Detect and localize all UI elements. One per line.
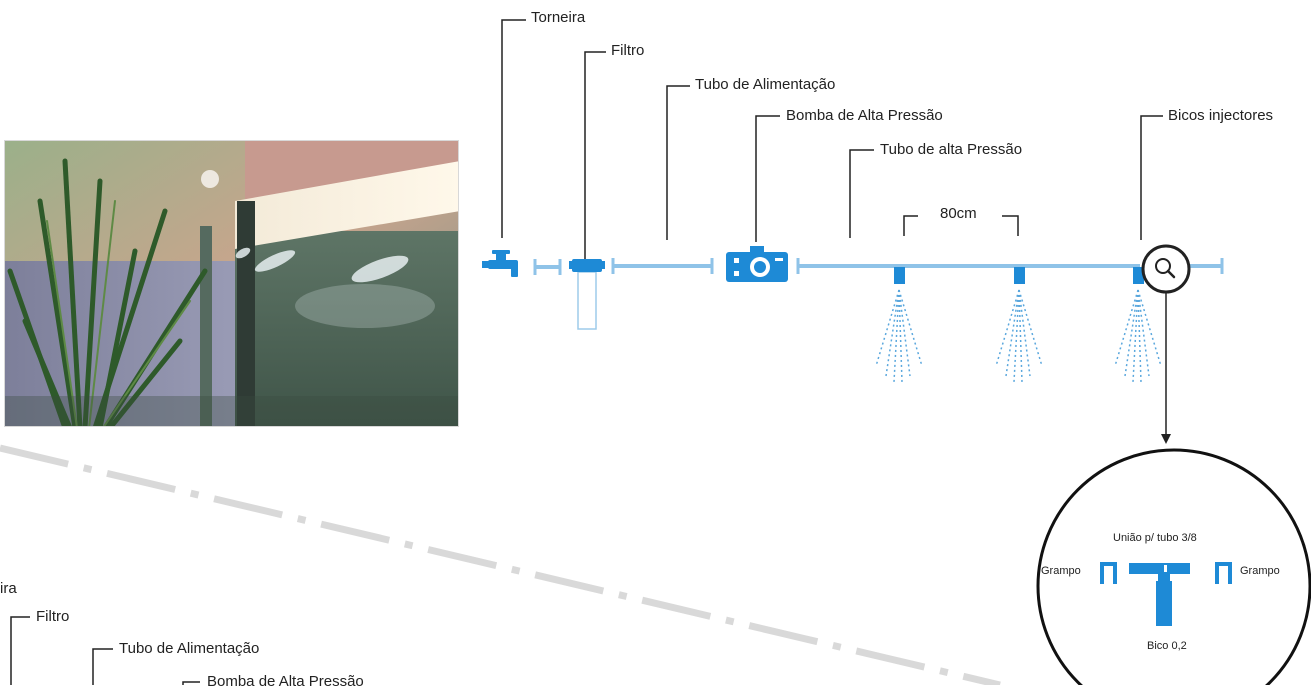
- label-torneira: Torneira: [531, 9, 586, 26]
- label-bomba: Bomba de Alta Pressão: [786, 107, 943, 124]
- label-tubo-alta: Tubo de alta Pressão: [880, 141, 1023, 158]
- label-uniao: União p/ tubo 3/8: [1113, 532, 1197, 544]
- ghost-label-filtro: Filtro: [36, 608, 70, 625]
- detail-magnified-view: [1036, 448, 1311, 685]
- grampo-left-icon: [1100, 562, 1117, 584]
- label-bico: Bico 0,2: [1147, 640, 1187, 652]
- pipe-end-caps: [533, 258, 1224, 275]
- ghost-label-torneira: ira: [0, 580, 17, 597]
- ghost-label-tubo-alimentacao: Tubo de Alimentação: [119, 640, 260, 657]
- label-distancia: 80cm: [940, 205, 977, 222]
- label-grampo-right: Grampo: [1240, 565, 1280, 577]
- ghost-label-bomba: Bomba de Alta Pressão: [207, 673, 364, 690]
- zoom-arrow: [1161, 292, 1171, 444]
- nozzle-icon: [875, 267, 923, 383]
- label-bicos: Bicos injectores: [1168, 107, 1274, 124]
- nozzle-icon: [1114, 267, 1162, 383]
- pipe-line: [535, 264, 1222, 269]
- label-grampo-left: Grampo: [1041, 565, 1081, 577]
- filter-icon: [569, 259, 605, 330]
- pump-icon: [726, 246, 788, 282]
- grampo-right-icon: [1215, 562, 1232, 584]
- misting-photo: [4, 140, 459, 427]
- nozzle-icon: [995, 267, 1043, 383]
- tap-icon: [482, 250, 518, 277]
- callout-leaders: [501, 19, 1163, 260]
- label-filtro: Filtro: [611, 42, 645, 59]
- union-tee-icon: [1129, 563, 1190, 626]
- label-tubo-alimentacao: Tubo de Alimentação: [695, 76, 836, 93]
- dashed-separator: [0, 444, 1001, 685]
